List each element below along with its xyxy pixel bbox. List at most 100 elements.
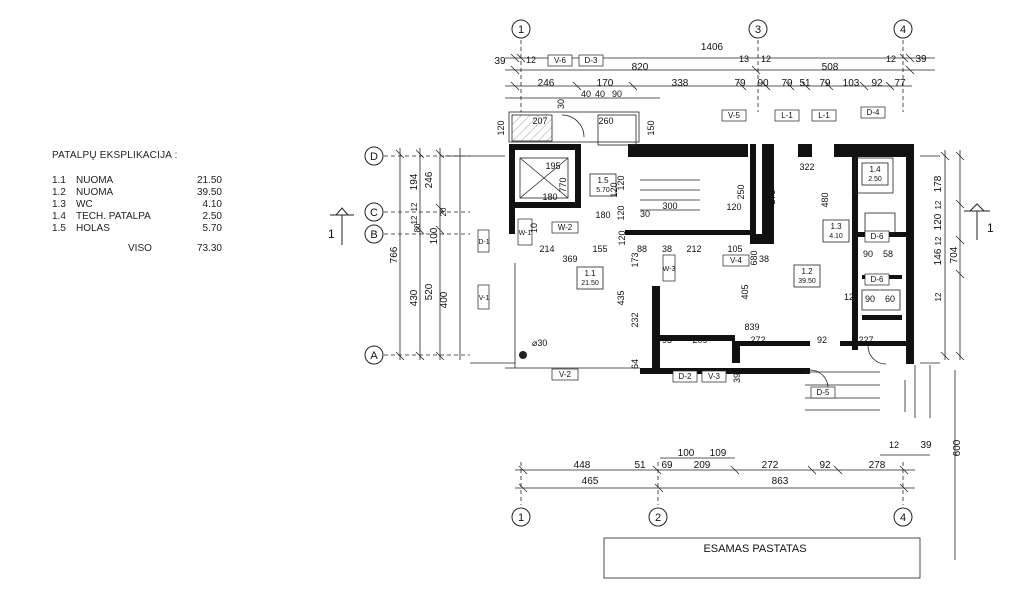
dim-text: 38 — [662, 244, 672, 254]
dim-text: 232 — [630, 312, 640, 327]
dim-text: 12 — [526, 55, 536, 65]
dim-text: 39 — [494, 56, 506, 67]
dim-text: 150 — [646, 120, 656, 135]
dim-text: 275 — [767, 189, 777, 204]
dim-text: 109 — [710, 448, 727, 459]
dim-text: 260 — [598, 116, 613, 126]
legend-total-label: VISO — [128, 243, 152, 254]
dim-text: 90 — [865, 294, 875, 304]
dim-text: 180 — [595, 210, 610, 220]
inner-window-tag: W-3 — [663, 266, 676, 273]
bottom-dimension-texts: 100 109 448 51 69 209 272 92 278 465 863… — [574, 440, 932, 487]
legend-total-area: 73.30 — [196, 243, 222, 254]
dim-text: 246 — [538, 78, 555, 89]
grid-labels: 1 3 4 1 2 4 D C B A — [370, 24, 906, 524]
dim-text: 465 — [582, 476, 599, 487]
dim-text: 12 — [886, 54, 896, 64]
door-tag: D-5 — [817, 388, 830, 397]
dim-text: 51 — [634, 460, 646, 471]
dim-text: 100 — [429, 227, 440, 244]
dim-text: 12 — [410, 202, 419, 211]
dim-text: 173 — [630, 252, 640, 267]
dim-text: 51 — [799, 78, 811, 89]
room-area: 4.10 — [829, 233, 843, 240]
legend-row-area: 5.70 — [202, 223, 222, 234]
dim-text: 180 — [542, 192, 557, 202]
dim-text: 1406 — [701, 42, 724, 53]
door-tag: D-6 — [871, 275, 884, 284]
dim-text: 80 — [413, 223, 422, 232]
dim-text: 92 — [817, 335, 827, 345]
existing-building-label: ESAMAS PASTATAS — [703, 543, 806, 555]
grid-label-row: B — [370, 229, 377, 241]
dim-text: 12 — [934, 292, 943, 301]
legend-row-area: 21.50 — [196, 175, 222, 186]
dim-text: 103 — [843, 78, 860, 89]
door-tag: D-3 — [585, 56, 598, 65]
interior-dimension-texts: 207 260 120 150 30 195 770 180 180 120 1… — [496, 99, 895, 383]
dim-text: 430 — [409, 289, 420, 306]
grid-label-bottom: 2 — [655, 512, 661, 524]
dim-text: 90 — [757, 78, 769, 89]
dim-text: 39 — [732, 373, 742, 383]
dim-text: 40 — [581, 89, 591, 99]
room-labels: 1.1 21.50 1.2 39.50 1.3 4.10 1.4 2.50 1.… — [576, 162, 889, 290]
legend-row-name: HOLAS — [76, 223, 110, 234]
legend-row-number: 1.3 — [52, 199, 66, 210]
dim-text: 40 — [595, 89, 605, 99]
dim-text: 39 — [920, 440, 932, 451]
dim-text: 58 — [883, 249, 893, 259]
dim-text: 600 — [952, 439, 963, 456]
dim-text: 88 — [637, 244, 647, 254]
dim-text: 77 — [894, 78, 906, 89]
circle-dim: ⌀30 — [532, 338, 547, 348]
grid-label-top: 3 — [755, 24, 761, 36]
dim-text: 105 — [727, 244, 742, 254]
grid-circle-row-b — [364, 224, 384, 244]
legend-row: 1.3 WC 4.10 — [52, 199, 222, 211]
thin-outlines — [445, 111, 940, 579]
dim-text: 839 — [744, 322, 759, 332]
lintel-tag: L-1 — [781, 111, 793, 120]
dim-text: 146 — [933, 248, 944, 265]
grid-circle-bottom-1 — [511, 507, 531, 527]
door-tag: D-6 — [871, 232, 884, 241]
window-tag: V-3 — [708, 372, 721, 381]
dimension-lines — [384, 40, 965, 560]
dim-text: 79 — [734, 78, 746, 89]
legend-row: 1.2 NUOMA 39.50 — [52, 187, 222, 199]
dim-text: 12 — [934, 200, 943, 209]
window-tag: V-2 — [559, 370, 572, 379]
section-mark-label: 1 — [987, 221, 994, 235]
right-dimension-texts: 704 178 12 120 12 146 12 600 — [933, 175, 963, 456]
dim-text: 60 — [885, 294, 895, 304]
legend-row: 1.4 TECH. PATALPA 2.50 — [52, 211, 222, 223]
dim-text: 64 — [630, 359, 640, 369]
window-tag: V-4 — [730, 256, 743, 265]
dim-text: 120 — [933, 213, 944, 230]
dim-text: 120 — [616, 205, 626, 220]
dim-text: 38 — [759, 254, 769, 264]
grid-circle-top-1 — [511, 19, 531, 39]
dim-text: 90 — [612, 89, 622, 99]
dim-text: 400 — [439, 291, 450, 308]
column-marker — [519, 351, 527, 359]
dim-text: 246 — [424, 171, 435, 188]
dim-text: 120 — [496, 120, 506, 135]
dim-text: 12 — [761, 54, 771, 64]
section-marks — [330, 203, 990, 245]
dim-text: 704 — [949, 246, 960, 263]
grid-circle-row-c — [364, 202, 384, 222]
legend-row-area: 4.10 — [202, 199, 222, 210]
inner-window-tag: W-2 — [558, 223, 573, 232]
room-id: 1.5 — [597, 176, 609, 185]
dim-text: 435 — [616, 290, 626, 305]
legend-row-name: NUOMA — [76, 175, 114, 186]
opening-tags: V-6 D-3 V-5 L-1 L-1 D-4 D-1 V-1 W-1 W-2 … — [477, 54, 890, 399]
dim-text: 278 — [869, 460, 886, 471]
room-id: 1.1 — [584, 269, 596, 278]
dim-text: 194 — [409, 173, 420, 190]
dim-text: 178 — [933, 175, 944, 192]
dim-text: 212 — [686, 244, 701, 254]
